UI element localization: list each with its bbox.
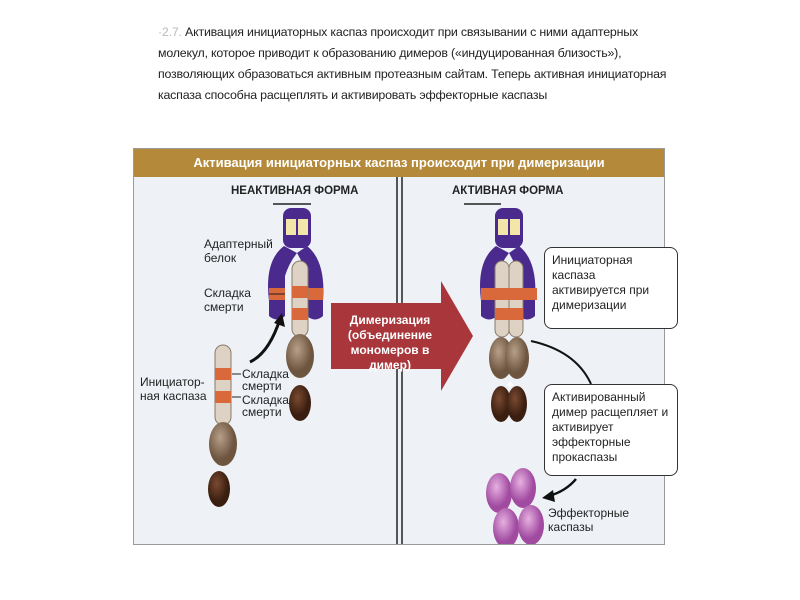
caption-text: Активация инициаторных каспаз происходит… — [158, 25, 667, 102]
callout-dimer-cleaves: Активированный димер расщепляет и активи… — [544, 384, 678, 476]
adapter-dimer-active: ✦ — [480, 208, 537, 422]
inactive-form-heading: НЕАКТИВНАЯ ФОРМА — [231, 185, 359, 197]
adapter-protein-label: Адаптерный белок — [204, 237, 273, 265]
initiator-caspase-bound — [286, 260, 314, 421]
binding-arrow — [249, 318, 282, 364]
effector-caspases — [486, 468, 544, 544]
effector-caspases-label: Эффекторные каспазы — [548, 506, 630, 534]
death-fold-label-2: Складка смерти — [242, 393, 289, 419]
caption-number: ·2.7. — [158, 25, 182, 39]
death-fold-label-1: Складка смерти — [242, 367, 289, 393]
diagram-art: ✦ — [208, 177, 592, 544]
figure-title: Активация инициаторных каспаз происходит… — [134, 149, 664, 177]
dimerization-label: Димеризация (объединение мономеров в дим… — [347, 313, 433, 372]
initiator-caspase-label: Инициатор-ная каспаза — [140, 375, 207, 403]
active-form-heading: АКТИВНАЯ ФОРМА — [452, 185, 564, 197]
initiator-caspase-free — [208, 344, 237, 507]
dimerization-arrow — [331, 281, 473, 391]
death-fold-label: Складка смерти — [204, 286, 251, 314]
figure-panel: Активация инициаторных каспаз происходит… — [133, 148, 678, 545]
svg-text:✦: ✦ — [505, 378, 515, 392]
callout-initiator-activated: Инициаторная каспаза активируется при ди… — [544, 247, 678, 329]
figure-caption: ·2.7. Активация инициаторных каспаз прои… — [158, 22, 678, 106]
